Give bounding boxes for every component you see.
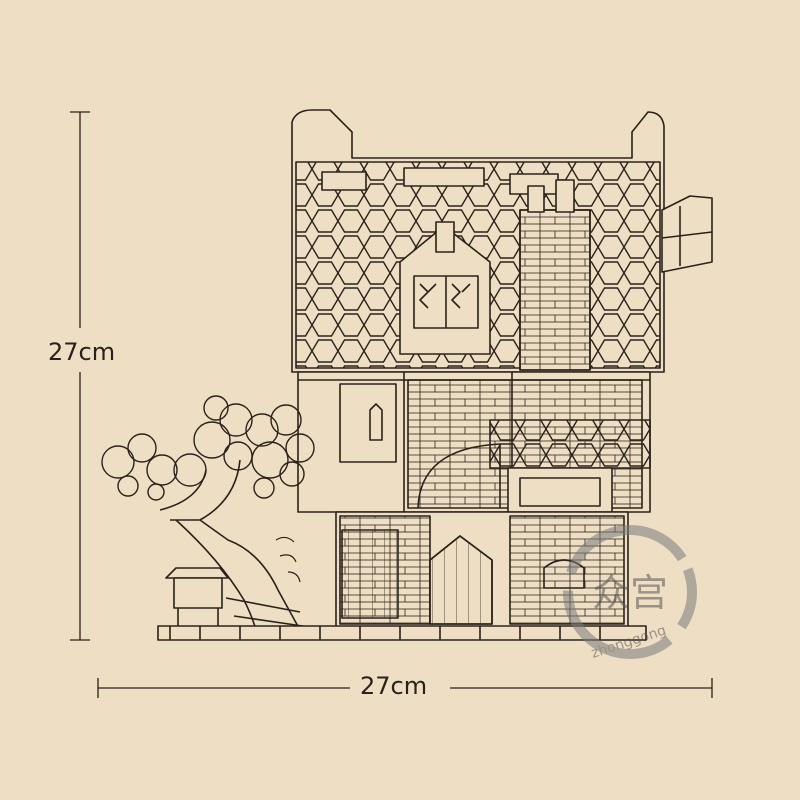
hearth-box xyxy=(507,467,613,513)
width-dimension-line xyxy=(97,678,713,698)
height-dimension-line xyxy=(70,111,90,641)
chimney xyxy=(519,179,591,371)
dormer-window xyxy=(399,221,491,355)
tree-vines xyxy=(275,536,301,583)
house-line-drawing xyxy=(101,109,713,641)
tree-foliage xyxy=(101,395,315,501)
width-dimension-label: 27cm xyxy=(356,672,432,700)
side-shed xyxy=(661,195,713,273)
height-dimension-label: 27cm xyxy=(44,338,120,366)
tree xyxy=(101,395,315,631)
ground-floor xyxy=(335,511,629,629)
base-plate xyxy=(157,625,647,641)
watermark-seal-glyphs: 众宫 xyxy=(592,571,668,615)
well xyxy=(165,567,317,630)
